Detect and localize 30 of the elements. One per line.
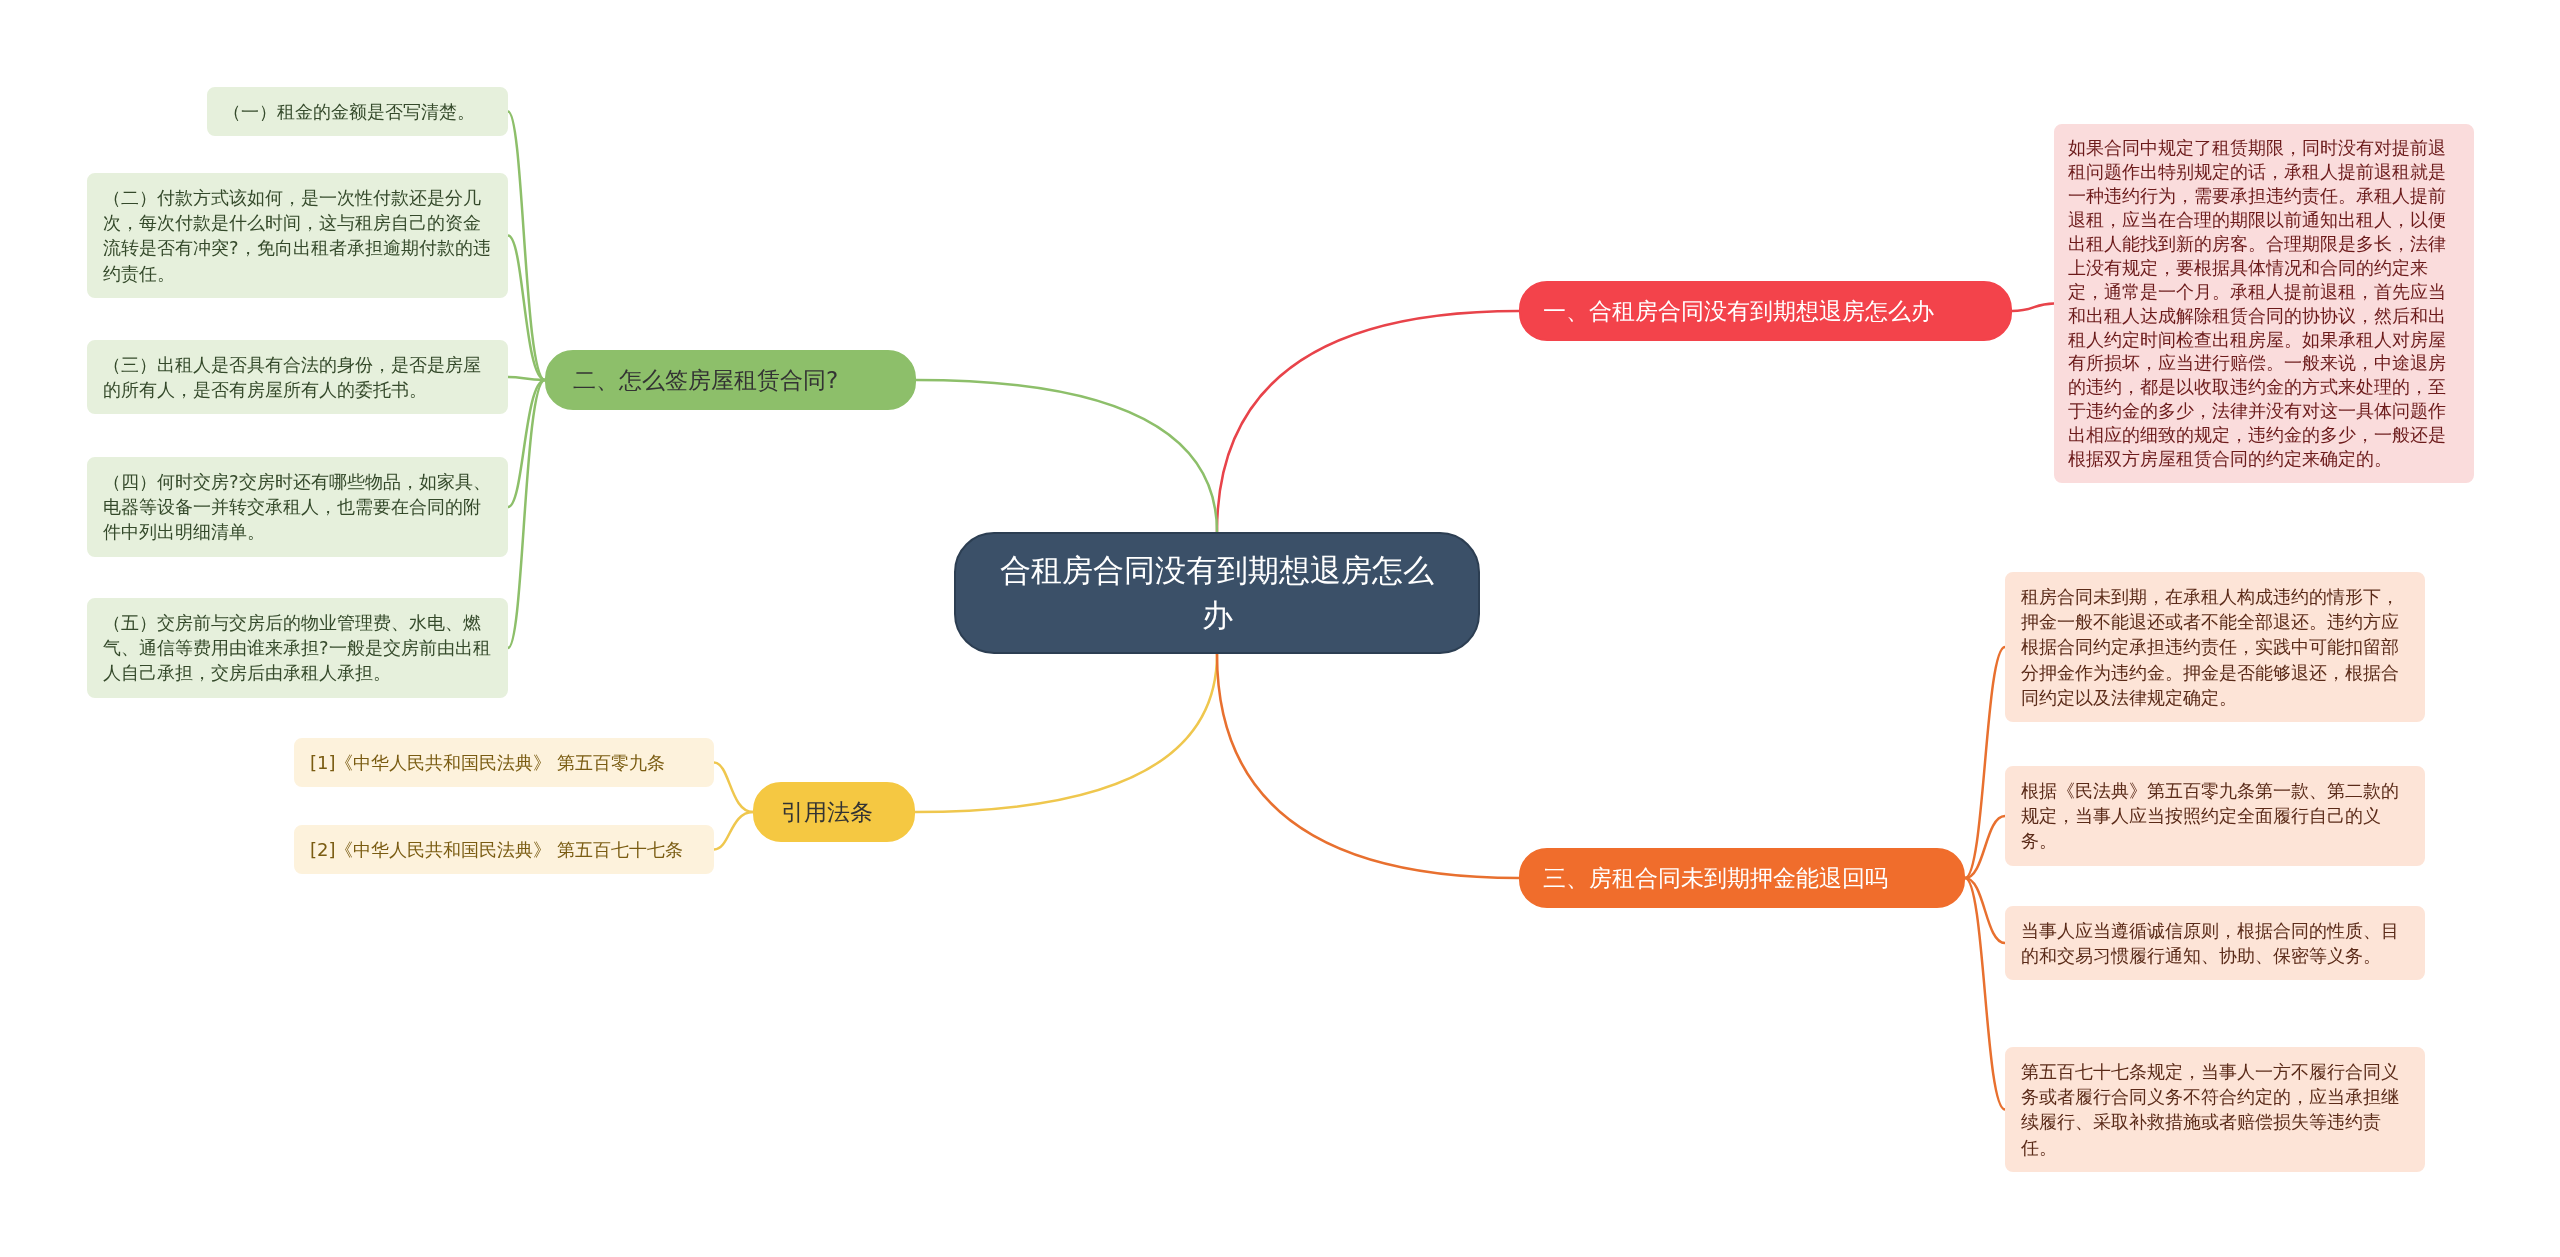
branch-topic: 一、合租房合同没有到期想退房怎么办	[1519, 281, 2012, 342]
connector-line	[1964, 646, 2006, 879]
note-card: 根据《民法典》第五百零九条第一款、第二款的规定，当事人应当按照约定全面履行自己的义务。	[2005, 766, 2425, 866]
note-card: （一）租金的金额是否写清楚。	[207, 87, 508, 137]
branch-topic: 三、房租合同未到期押金能退回吗	[1519, 848, 1965, 909]
note-card: （四）何时交房?交房时还有哪些物品，如家具、电器等设备一并转交承租人，也需要在合同的附件中列出明细清单。	[87, 457, 508, 557]
note-card: 如果合同中规定了租赁期限，同时没有对提前退租问题作出特别规定的话，承租人提前退租就是一种违约行为，需要承担违约责任。承租人提前退租，应当在合理的期限以前通知出租人，以便出租人能找到新的房客。合理期限是多长，法律上没有规定，要根据具体情况和合同的约定来定，通常是一个月。承租人提前退租，首先应当和出租人达成解除租赁合同的协协议，然后和出租人约定时间检查出租房屋。如果承租人对房屋有所损坏，应当进行赔偿。一般来说，中途退房的违约，都是以收取违约金的方式来处理的，至于违约金的多少，法律并没有对这一具体问题作出相应的细致的规定，违约金的多少，一般还是根据双方房屋租赁合同的约定来确定的。	[2054, 124, 2474, 484]
connector-line	[915, 378, 1219, 533]
connector-line	[507, 375, 545, 382]
connector-line	[2011, 302, 2055, 313]
connector-line	[1964, 876, 2006, 945]
note-card: （二）付款方式该如何，是一次性付款还是分几次，每次付款是什么时间，这与租房自己的资金流转是否有冲突?，免向出租者承担逾期付款的违约责任。	[87, 173, 508, 298]
note-card: （五）交房前与交房后的物业管理费、水电、燃气、通信等费用由谁来承担?一般是交房前由出租人自己承担，交房后由承租人承担。	[87, 598, 508, 698]
branch-topic: 引用法条	[753, 782, 915, 843]
connector-line	[506, 110, 546, 381]
note-card: 当事人应当遵循诚信原则，根据合同的性质、目的和交易习惯履行通知、协助、保密等义务。	[2005, 906, 2425, 981]
connector-line	[713, 761, 754, 814]
connector-line	[1215, 653, 1520, 880]
connector-line	[1964, 877, 2006, 1111]
citation-card: [2]《中华人民共和国民法典》 第五百七十七条	[294, 825, 714, 875]
note-card: 租房合同未到期，在承租人构成违约的情形下，押金一般不能退还或者不能全部退还。违约方应根据合同约定承担违约责任，实践中可能扣留部分押金作为违约金。押金是否能够退还，根据合同约定以及法律规定确定。	[2005, 572, 2425, 722]
note-card: 第五百七十七条规定，当事人一方不履行合同义务或者履行合同义务不符合约定的，应当承担继续履行、采取补救措施或者赔偿损失等违约责任。	[2005, 1047, 2425, 1172]
note-card: （三）出租人是否具有合法的身份，是否是房屋的所有人，是否有房屋所有人的委托书。	[87, 340, 508, 415]
central-topic: 合租房合同没有到期想退房怎么办	[954, 532, 1480, 654]
connector-line	[507, 234, 546, 382]
branch-topic: 二、怎么签房屋租赁合同?	[545, 350, 916, 411]
connector-line	[1964, 814, 2006, 880]
citation-card: [1]《中华人民共和国民法典》 第五百零九条	[294, 738, 714, 788]
connector-line	[713, 810, 754, 851]
connector-line	[506, 379, 546, 649]
